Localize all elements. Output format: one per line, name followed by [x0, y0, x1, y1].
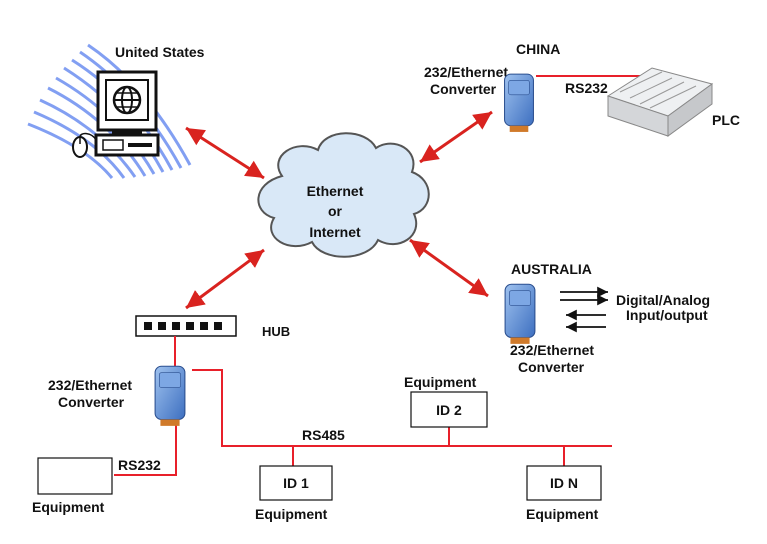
- label-converter-left-2: Converter: [58, 394, 125, 410]
- label-equipment-left: Equipment: [32, 499, 105, 515]
- arrow-australia-cloud: [409, 238, 489, 298]
- cloud-label-internet: Internet: [309, 224, 361, 240]
- label-equipment-id1: Equipment: [255, 506, 328, 522]
- label-china: CHINA: [516, 41, 560, 57]
- converter-china-device: [504, 73, 534, 133]
- label-rs232-left: RS232: [118, 457, 161, 473]
- label-equipment-id2: Equipment: [404, 374, 477, 390]
- equipment-left-box: [37, 457, 113, 495]
- converter-australia-device: [504, 283, 536, 345]
- label-idn: ID N: [550, 475, 578, 491]
- label-id2: ID 2: [436, 402, 462, 418]
- label-io-1: Digital/Analog: [616, 292, 710, 308]
- label-converter-china-1: 232/Ethernet: [424, 64, 508, 80]
- arrow-hub-cloud: [185, 248, 265, 310]
- cloud-label-ethernet: Ethernet: [307, 183, 364, 199]
- converter-left-device: [154, 365, 186, 427]
- internet-links: [185, 110, 493, 310]
- label-rs232-china: RS232: [565, 80, 608, 96]
- label-rs485: RS485: [302, 427, 345, 443]
- label-id1: ID 1: [283, 475, 309, 491]
- converter-to-rs485-line: [192, 369, 612, 447]
- plc-device-icon: [606, 67, 714, 137]
- rs232-left-line: [114, 418, 177, 476]
- cloud-label-or: or: [328, 203, 343, 219]
- hub-device: [135, 315, 237, 337]
- arrow-china-cloud: [419, 110, 493, 164]
- label-io-2: Input/output: [626, 307, 708, 323]
- label-australia: AUSTRALIA: [511, 261, 592, 277]
- label-united-states: United States: [115, 44, 205, 60]
- equipment-id1-box: [259, 465, 333, 501]
- label-converter-left-1: 232/Ethernet: [48, 377, 132, 393]
- internet-cloud: [257, 132, 430, 258]
- label-hub: HUB: [262, 324, 290, 339]
- label-plc: PLC: [712, 112, 740, 128]
- arrow-us-cloud: [185, 126, 265, 180]
- equipment-id2-box: [410, 391, 488, 428]
- io-arrows: [560, 286, 608, 333]
- wiring: [114, 336, 612, 476]
- equipment-idn-box: [526, 465, 602, 501]
- label-converter-au-1: 232/Ethernet: [510, 342, 594, 358]
- label-converter-china-2: Converter: [430, 81, 497, 97]
- computer-icon: [72, 70, 160, 158]
- label-equipment-idn: Equipment: [526, 506, 599, 522]
- label-converter-au-2: Converter: [518, 359, 585, 375]
